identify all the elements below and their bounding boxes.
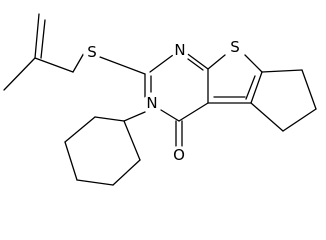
bonds xyxy=(3,13,317,186)
bond-n1-c7a-inner xyxy=(187,58,204,71)
bond-c-ch2-double-a xyxy=(34,13,40,59)
bond-c2-n1 xyxy=(149,54,174,73)
atom-s-thioether: S xyxy=(87,43,97,61)
bond-ch2-ch2-right xyxy=(301,69,317,110)
bond-c2-s xyxy=(99,56,146,75)
atom-s-thiophene: S xyxy=(230,38,240,56)
atom-n1: N xyxy=(174,41,185,59)
bond-cy-2 xyxy=(64,116,96,143)
bond-cy-5 xyxy=(112,159,141,186)
atom-o-carbonyl: O xyxy=(173,146,185,164)
bond-c-ch3 xyxy=(3,57,36,91)
bond-c4-n3 xyxy=(160,109,180,122)
bond-c7-c3a-inner xyxy=(245,75,256,100)
bond-c7-c3a xyxy=(250,71,263,104)
bond-c7-ch2-top xyxy=(261,69,303,73)
bond-ch2-c3a xyxy=(250,102,284,132)
bond-cy-4 xyxy=(76,179,114,186)
bond-ch2-ch2-bottom xyxy=(282,108,317,132)
bond-c7a-s xyxy=(207,54,226,70)
atom-labels: N N S S O xyxy=(83,38,244,164)
chemical-structure-diagram: N N S S O xyxy=(3,13,317,186)
bond-s-c7 xyxy=(244,54,263,73)
bond-n1-c7a-outer xyxy=(184,51,209,70)
bond-cy-1 xyxy=(94,116,125,122)
bond-c4a-c4 xyxy=(178,102,209,122)
bond-c-ch2-double-b xyxy=(40,19,46,59)
bond-cy-3 xyxy=(64,141,78,181)
bond-s-ch2 xyxy=(72,52,85,73)
bond-ch2-c xyxy=(34,57,74,73)
atom-n3: N xyxy=(146,94,157,112)
bond-n3-cy xyxy=(123,111,146,122)
bond-cy-6 xyxy=(123,120,141,161)
